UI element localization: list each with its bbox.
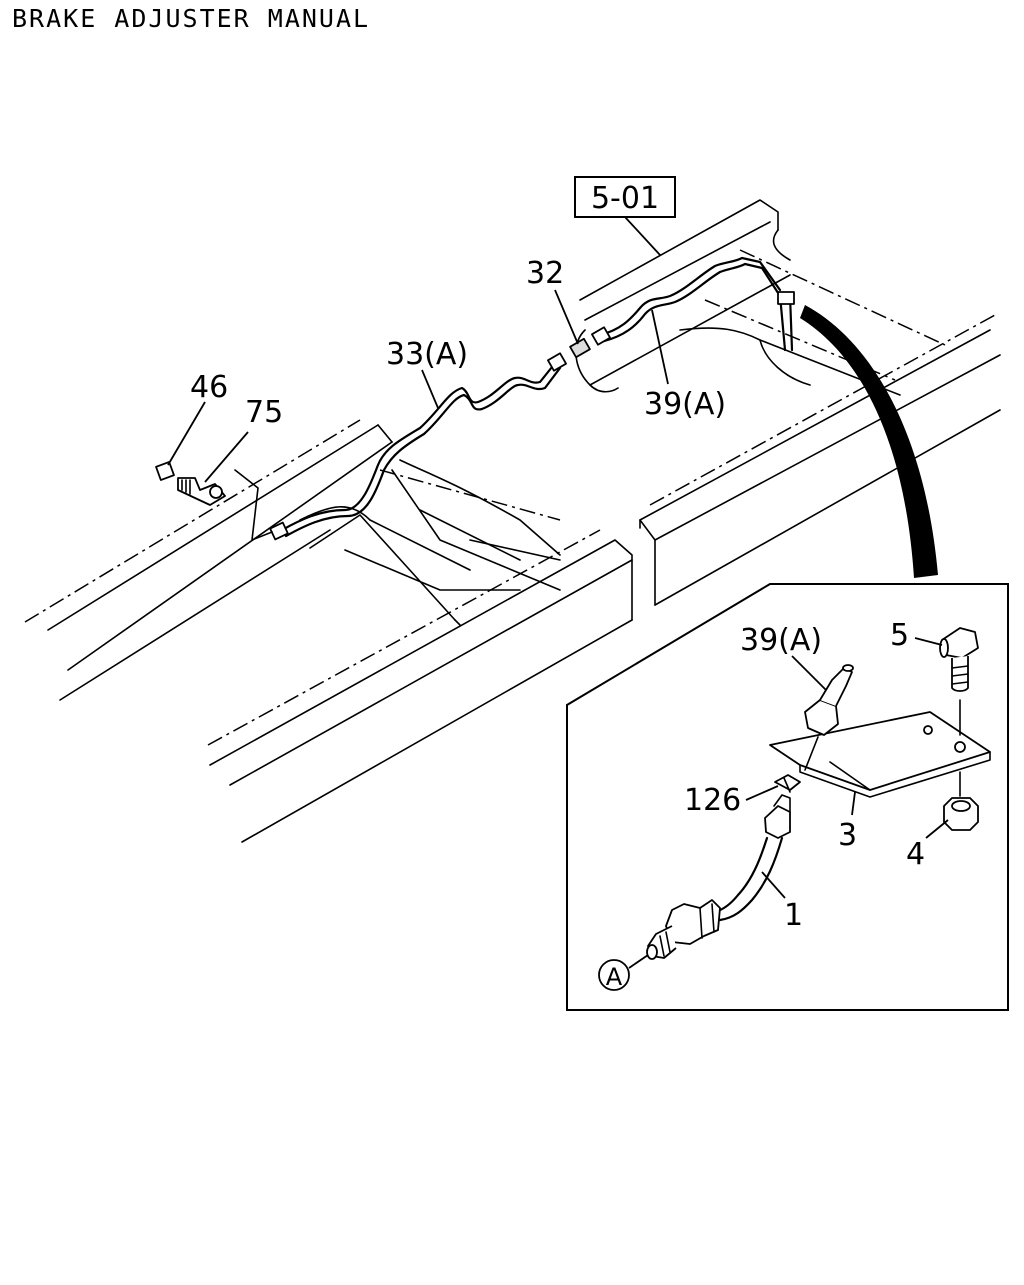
chassis-frame <box>24 199 1001 843</box>
callout-3: 3 <box>838 818 857 853</box>
callout-75: 75 <box>245 395 283 430</box>
brake-pipe-33a <box>280 360 562 538</box>
callout-39a-main: 39(A) <box>644 387 726 422</box>
detail-indicator-arrow <box>800 305 938 578</box>
connection-marker-a-label: A <box>606 963 623 991</box>
pipe-fittings <box>269 291 795 541</box>
main-callouts: 46 75 33(A) 32 39(A) <box>167 256 726 483</box>
callout-126: 126 <box>684 783 741 818</box>
brake-pipe-39a <box>598 256 794 352</box>
callout-32: 32 <box>526 256 564 291</box>
callout-1: 1 <box>784 898 803 933</box>
callout-46: 46 <box>190 370 228 405</box>
reference-box-label: 5-01 <box>591 181 659 216</box>
detail-callouts: 39(A) 5 126 3 4 1 A <box>598 618 949 991</box>
union-fitting-46-75 <box>155 461 273 541</box>
flex-hose-fitting <box>764 805 791 839</box>
page-title: BRAKE ADJUSTER MANUAL <box>12 4 371 33</box>
detail-inset <box>566 583 1009 1011</box>
reference-box: 5-01 <box>574 176 676 256</box>
callout-39a-detail: 39(A) <box>740 623 822 658</box>
callout-33a: 33(A) <box>386 337 468 372</box>
callout-5: 5 <box>890 618 909 653</box>
bracket <box>769 711 991 791</box>
hose-end-fitting <box>665 899 721 945</box>
connection-marker-a <box>598 959 630 991</box>
callout-4: 4 <box>906 837 925 872</box>
